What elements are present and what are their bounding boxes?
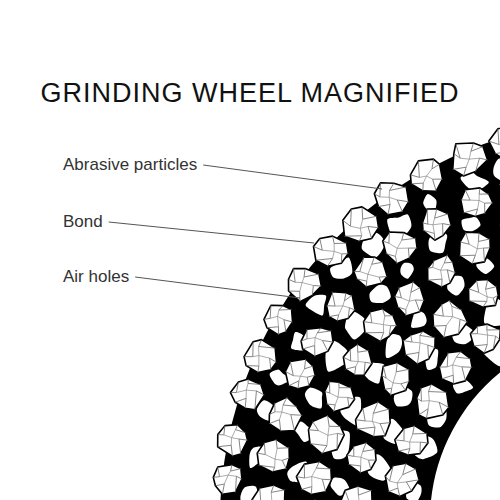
leader-line: [203, 165, 382, 189]
leader-line: [135, 277, 300, 298]
abrasive-particle: [428, 255, 456, 288]
abrasive-particle: [269, 397, 302, 431]
abrasive-particle: [252, 485, 285, 500]
abrasive-particle: [301, 328, 333, 357]
abrasive-particle: [343, 207, 379, 241]
air-hole: [369, 285, 390, 303]
abrasive-particle: [385, 463, 419, 496]
abrasive-particle: [422, 209, 451, 241]
abrasive-particle: [433, 300, 468, 338]
abrasive-particle: [264, 305, 293, 335]
air-hole: [461, 217, 480, 231]
abrasive-particle: [364, 309, 397, 342]
bond: [220, 120, 500, 500]
abrasive-particle: [382, 363, 410, 396]
abrasive-particle: [459, 232, 490, 264]
abrasive-particle: [453, 143, 488, 176]
abrasive-particle: [308, 415, 344, 454]
abrasive-particle: [469, 280, 499, 308]
abrasive-particle: [395, 425, 428, 455]
abrasive-particle: [213, 465, 242, 495]
abrasive-particle: [383, 232, 417, 264]
abrasive-particle: [218, 425, 248, 457]
abrasive-particle: [325, 381, 355, 412]
abrasive-particle: [340, 486, 372, 500]
abrasive-particle: [394, 281, 424, 316]
abrasive-particle: [296, 461, 331, 494]
abrasive-particle: [244, 340, 276, 373]
air-hole: [493, 159, 500, 183]
abrasive-particle: [356, 401, 391, 436]
abrasive-particle: [230, 379, 264, 410]
abrasive-particle: [294, 499, 328, 500]
abrasive-particle: [354, 257, 387, 287]
abrasive-particle: [470, 324, 500, 353]
abrasive-particle: [499, 173, 500, 207]
abrasive-particle: [285, 359, 315, 389]
air-hole: [305, 388, 322, 409]
abrasive-particle: [343, 344, 372, 375]
abrasive-particle: [461, 188, 493, 217]
part-label: Air holes: [62, 267, 130, 287]
abrasive-particle: [410, 159, 442, 191]
title: GRINDING WHEEL MAGNIFIED: [0, 78, 500, 109]
abrasive-particle: [489, 126, 500, 159]
abrasive-particle: [439, 351, 472, 384]
abrasive-particle: [257, 439, 289, 472]
abrasive-particle: [313, 236, 348, 266]
wheel-section: [212, 107, 500, 500]
air-hole: [400, 263, 414, 279]
abrasive-particle: [327, 292, 356, 322]
abrasive-particle: [374, 183, 408, 215]
part-label: Abrasive particles: [62, 155, 198, 175]
abrasive-particle: [417, 384, 449, 419]
part-label: Bond: [62, 212, 104, 232]
abrasive-particle: [403, 331, 435, 364]
abrasive-particle: [347, 442, 376, 473]
leader-line: [109, 222, 314, 243]
